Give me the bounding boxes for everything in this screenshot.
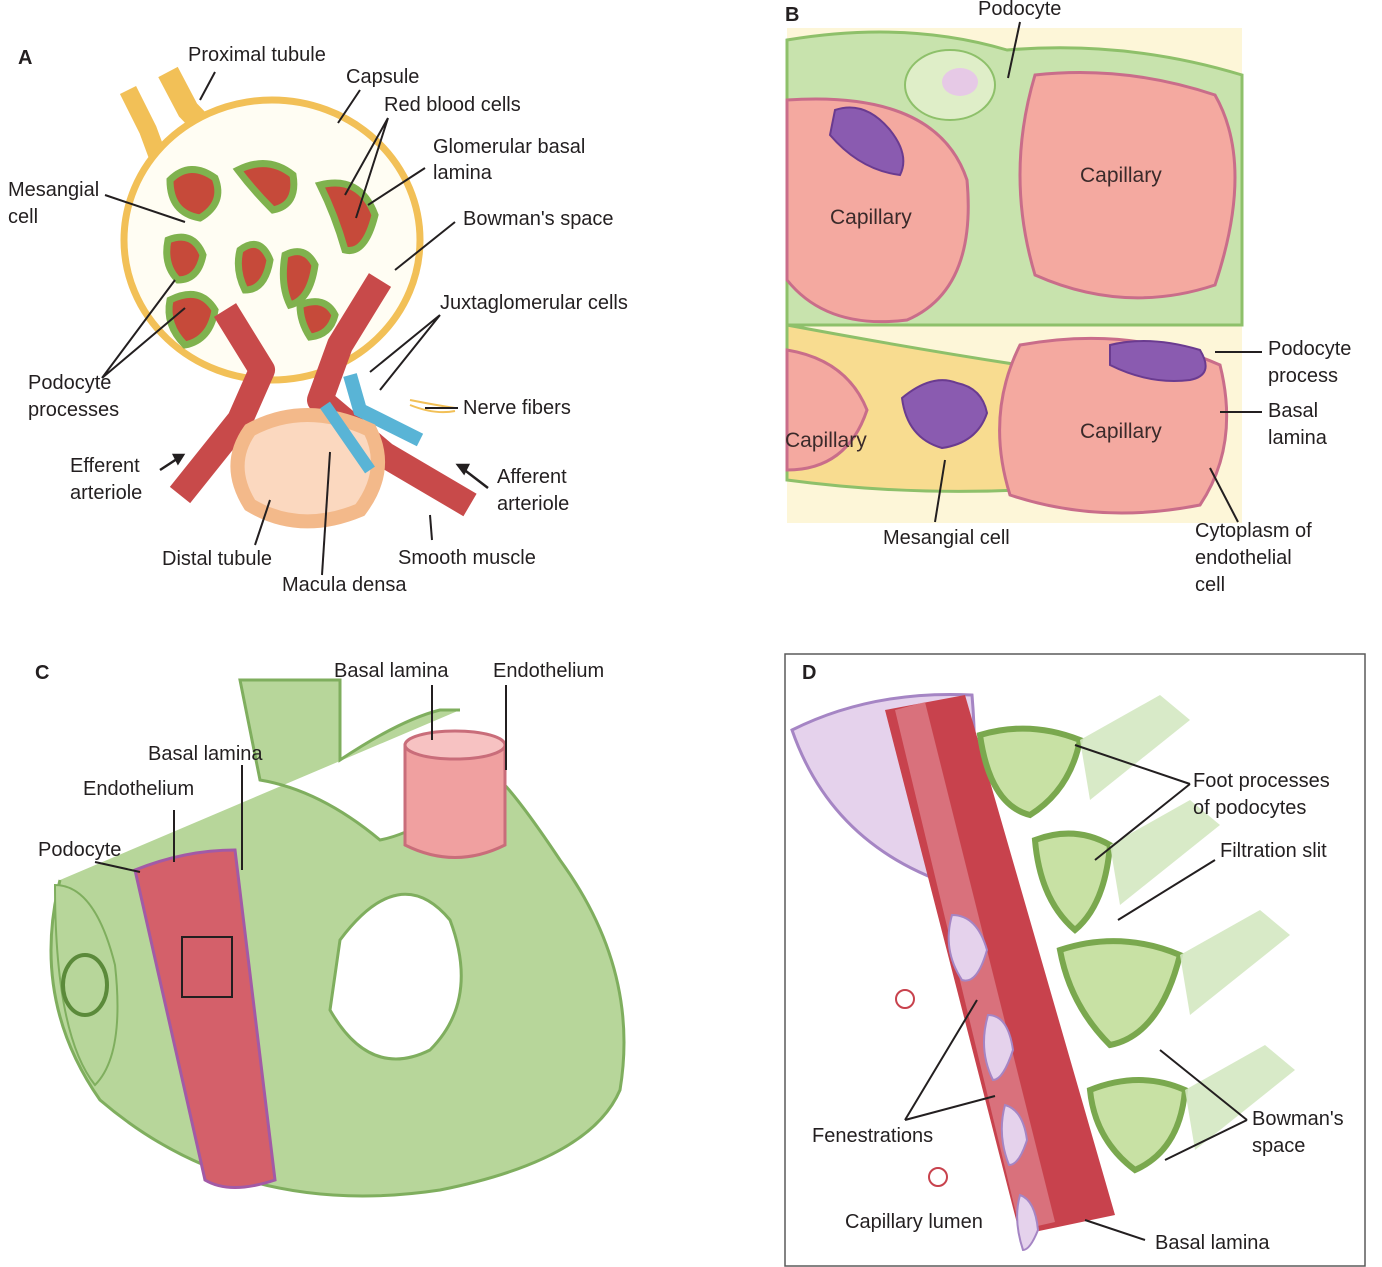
label-mesangial-cell-1: Mesangial <box>8 177 99 204</box>
label-b-mesangial-cell: Mesangial cell <box>883 525 1010 552</box>
label-smooth-muscle: Smooth muscle <box>398 545 536 572</box>
label-d-basal-lamina: Basal lamina <box>1155 1230 1270 1257</box>
label-cytoplasm-2: endothelial <box>1195 545 1292 572</box>
label-b-podocyte-process-1: Podocyte <box>1268 336 1351 363</box>
panel-c-letter: C <box>35 662 49 685</box>
panel-c: C Basal lamina Endothelium Basal lamina … <box>0 640 690 1267</box>
panel-b: B Podocyte Capillary Capillary Capillary… <box>690 0 1382 620</box>
label-efferent-arteriole-1: Efferent <box>70 453 140 480</box>
label-c-endothelium-left: Endothelium <box>83 776 194 803</box>
label-c-podocyte: Podocyte <box>38 837 121 864</box>
label-cytoplasm-3: cell <box>1195 572 1225 599</box>
label-juxtaglomerular-cells: Juxtaglomerular cells <box>440 290 628 317</box>
label-b-podocyte-process-2: process <box>1268 363 1338 390</box>
label-capillary-bottom-left: Capillary <box>785 427 867 454</box>
panel-a-letter: A <box>18 47 32 70</box>
panel-c-illustration <box>0 640 690 1267</box>
label-podocyte-processes-2: processes <box>28 397 119 424</box>
label-b-podocyte: Podocyte <box>978 0 1061 23</box>
panel-d: D Foot processes of podocytes Filtration… <box>690 640 1382 1267</box>
label-cytoplasm-1: Cytoplasm of <box>1195 518 1312 545</box>
label-mesangial-cell-2: cell <box>8 204 38 231</box>
panel-d-letter: D <box>802 662 816 685</box>
label-d-bowmans-space-2: space <box>1252 1133 1305 1160</box>
label-fenestrations: Fenestrations <box>812 1123 933 1150</box>
label-efferent-arteriole-2: arteriole <box>70 480 142 507</box>
label-c-endothelium-top: Endothelium <box>493 658 604 685</box>
label-glomerular-basal-2: lamina <box>433 160 492 187</box>
label-c-basal-lamina-top: Basal lamina <box>334 658 449 685</box>
label-capillary-lumen: Capillary lumen <box>845 1209 983 1236</box>
label-foot-processes-2: of podocytes <box>1193 795 1306 822</box>
label-glomerular-basal-1: Glomerular basal <box>433 134 585 161</box>
label-afferent-arteriole-1: Afferent <box>497 464 567 491</box>
panel-d-illustration <box>690 640 1382 1267</box>
label-distal-tubule: Distal tubule <box>162 546 272 573</box>
label-podocyte-processes-1: Podocyte <box>28 370 111 397</box>
label-c-basal-lamina-left: Basal lamina <box>148 741 263 768</box>
label-b-basal-lamina-2: lamina <box>1268 425 1327 452</box>
panel-b-letter: B <box>785 4 799 27</box>
label-foot-processes-1: Foot processes <box>1193 768 1330 795</box>
panel-a: A Proximal tubule Capsule Red blood cell… <box>0 0 690 620</box>
label-afferent-arteriole-2: arteriole <box>497 491 569 518</box>
label-filtration-slit: Filtration slit <box>1220 838 1327 865</box>
label-d-bowmans-space-1: Bowman's <box>1252 1106 1344 1133</box>
label-capillary-bottom-right: Capillary <box>1080 418 1162 445</box>
label-capillary-top-left: Capillary <box>830 204 912 231</box>
label-macula-densa: Macula densa <box>282 572 407 599</box>
label-nerve-fibers: Nerve fibers <box>463 395 571 422</box>
label-capillary-top-right: Capillary <box>1080 162 1162 189</box>
label-capsule: Capsule <box>346 64 419 91</box>
label-red-blood-cells: Red blood cells <box>384 92 521 119</box>
label-b-basal-lamina-1: Basal <box>1268 398 1318 425</box>
label-bowmans-space: Bowman's space <box>463 206 614 233</box>
label-proximal-tubule: Proximal tubule <box>188 42 326 69</box>
